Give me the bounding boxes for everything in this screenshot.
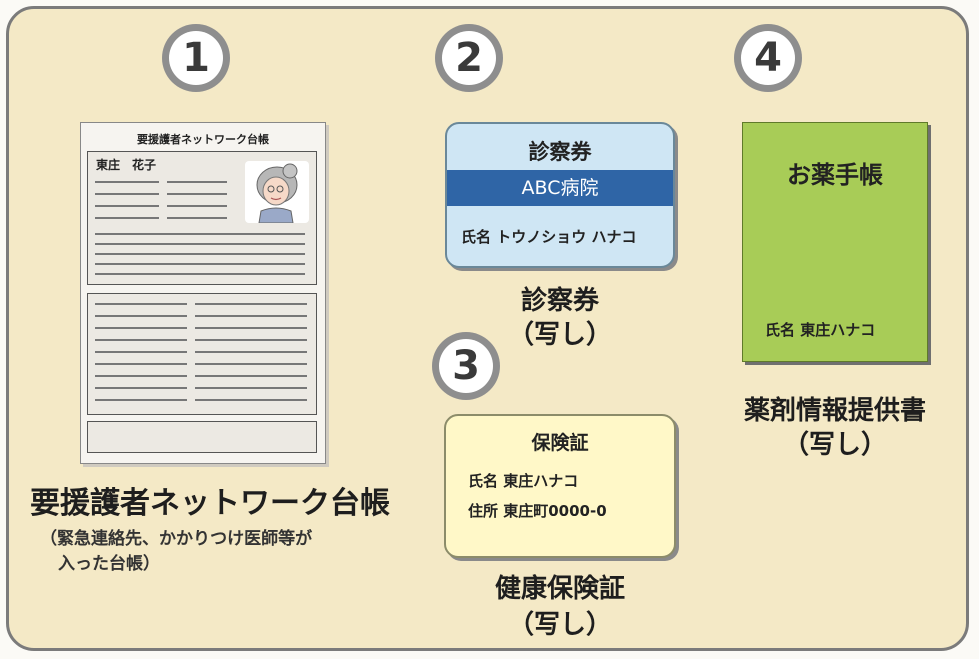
exam-card-name: 氏名 トウノショウ ハナコ [461, 228, 637, 246]
insurance-caption: 健康保険証 [494, 574, 625, 604]
ledger-rule-line [95, 399, 187, 401]
ledger-rule-line [95, 375, 187, 377]
ledger-rule-line [95, 181, 159, 183]
exam-card-caption: 診察券 [520, 286, 599, 316]
exam-card: 診察券 ABC病院 氏名 トウノショウ ハナコ [445, 122, 675, 268]
ledger-rule-line [95, 363, 187, 365]
ledger-rule-line [95, 303, 187, 305]
ledger-rule-line [95, 193, 159, 195]
insurance-card: 保険証 氏名 東庄ハナコ 住所 東庄町0000-0 [444, 414, 676, 558]
medicine-notebook-title: お薬手帳 [787, 161, 883, 189]
ledger-rule-line [195, 387, 307, 389]
ledger-rule-line [95, 263, 305, 265]
badge-4-number: 4 [741, 31, 795, 85]
ledger-rule-line [167, 205, 227, 207]
ledger-rule-line [95, 315, 187, 317]
ledger-rule-line [95, 327, 187, 329]
ledger-rule-line [95, 387, 187, 389]
ledger-doc-title: 要援護者ネットワーク台帳 [137, 133, 269, 146]
ledger-rule-line [95, 243, 305, 245]
network-ledger-document: 要援護者ネットワーク台帳 東庄 花子 [80, 122, 326, 464]
ledger-rule-line [167, 217, 227, 219]
medicine-caption: 薬剤情報提供書 [743, 396, 926, 426]
ledger-rule-line [95, 217, 159, 219]
ledger-rule-line [195, 339, 307, 341]
exam-card-title: 診察券 [528, 140, 592, 164]
ledger-table-box [87, 293, 317, 415]
insurance-card-name: 氏名 東庄ハナコ [468, 472, 579, 490]
ledger-rule-line [95, 351, 187, 353]
ledger-rule-line [195, 327, 307, 329]
ledger-rule-line [95, 339, 187, 341]
medicine-caption-copy: （写し） [782, 430, 887, 460]
medicine-notebook: お薬手帳 氏名 東庄ハナコ [742, 122, 928, 362]
elderly-woman-icon [245, 161, 309, 224]
ledger-rule-line [95, 253, 305, 255]
ledger-rule-line [195, 303, 307, 305]
ledger-person-name: 東庄 花子 [96, 158, 157, 172]
ledger-rule-line [195, 315, 307, 317]
ledger-rule-line [95, 205, 159, 207]
exam-card-caption-copy: （写し） [507, 320, 612, 350]
badge-2-number: 2 [442, 31, 496, 85]
badge-2: 2 [435, 24, 503, 92]
ledger-rule-line [195, 351, 307, 353]
ledger-footer-box [87, 421, 317, 453]
badge-3: 3 [432, 332, 500, 400]
badge-1: 1 [162, 24, 230, 92]
badge-1-number: 1 [169, 31, 223, 85]
badge-4: 4 [734, 24, 802, 92]
badge-3-number: 3 [439, 339, 493, 393]
insurance-card-address: 住所 東庄町0000-0 [468, 502, 607, 520]
exam-card-hospital: ABC病院 [447, 170, 673, 206]
ledger-rule-line [95, 233, 305, 235]
ledger-rule-line [195, 399, 307, 401]
ledger-rule-line [167, 193, 227, 195]
ledger-rule-line [195, 363, 307, 365]
ledger-rule-line [95, 273, 305, 275]
insurance-caption-copy: （写し） [507, 610, 612, 640]
insurance-card-title: 保険証 [531, 432, 589, 454]
network-caption: 要援護者ネットワーク台帳 [30, 486, 390, 521]
ledger-rule-line [167, 181, 227, 183]
ledger-rule-line [195, 375, 307, 377]
network-note-line2: 入った台帳） [58, 554, 160, 574]
medicine-notebook-name: 氏名 東庄ハナコ [765, 321, 876, 339]
network-note-line1: （緊急連絡先、かかりつけ医師等が [40, 529, 313, 549]
